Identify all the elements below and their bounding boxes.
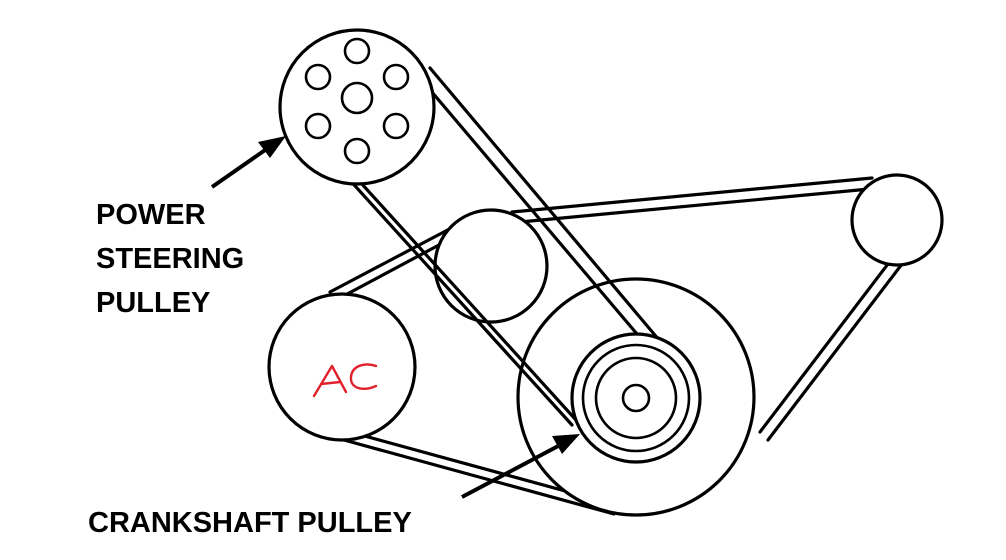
power-steering-label-line3: PULLEY xyxy=(96,287,211,319)
tensioner-pulley xyxy=(850,173,944,267)
power-steering-pulley xyxy=(278,28,436,186)
crankshaft-pulley-label: CRANKSHAFT PULLEY xyxy=(88,507,412,539)
idler-pulley xyxy=(433,208,549,324)
crankshaft-arrow xyxy=(461,434,580,499)
ac-handwritten-annotation xyxy=(312,363,378,398)
ac-compressor-pulley xyxy=(267,292,417,442)
crankshaft-inner-pulley xyxy=(570,332,702,464)
power-steering-arrow xyxy=(210,136,286,189)
power-steering-label-line1: POWER xyxy=(96,199,206,231)
power-steering-label-line2: STEERING xyxy=(96,243,245,275)
